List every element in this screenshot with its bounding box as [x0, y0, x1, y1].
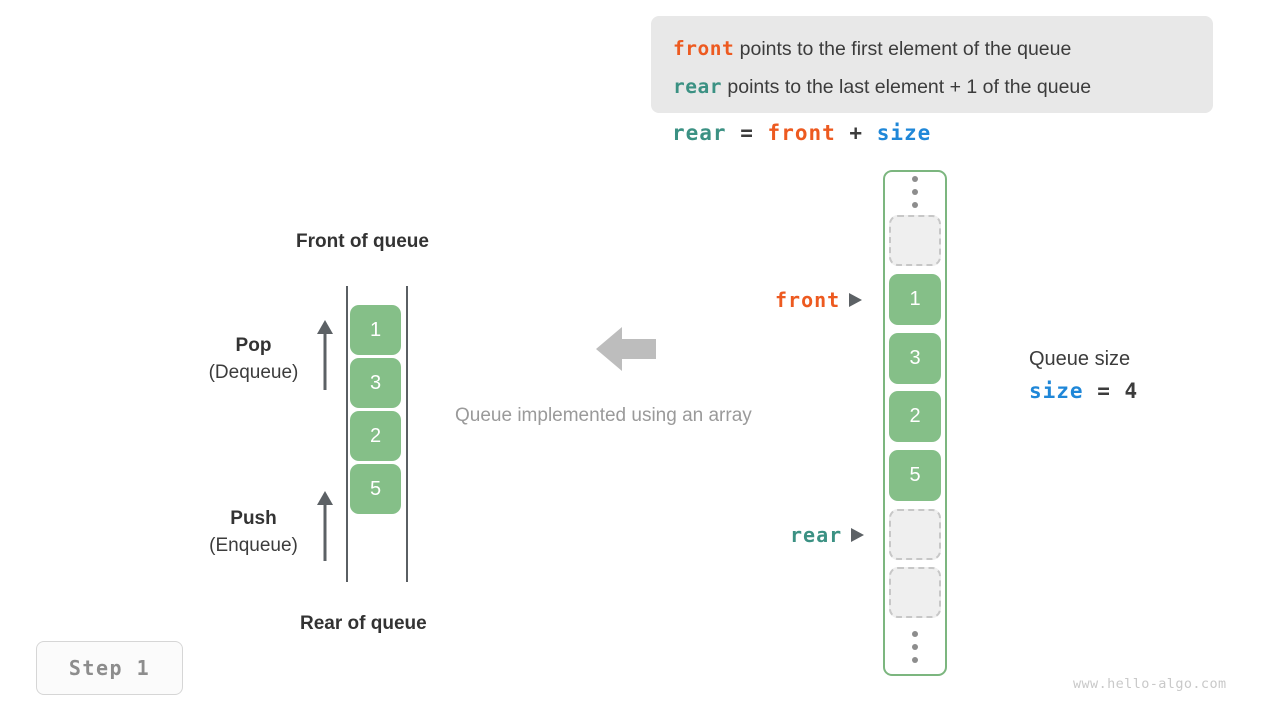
size-equals: =: [1097, 379, 1111, 403]
push-up-arrow-icon: [317, 491, 333, 561]
formula-plus: +: [849, 121, 864, 145]
pop-up-arrow-icon: [317, 320, 333, 390]
push-subtitle: (Enqueue): [209, 535, 298, 556]
rear-of-queue-label: Rear of queue: [300, 613, 427, 634]
pop-operation-label: Pop (Dequeue): [196, 333, 311, 387]
front-pointer: front: [775, 288, 863, 312]
push-title: Push: [230, 508, 277, 529]
rear-pointer: rear: [790, 523, 865, 547]
formula-equals: =: [740, 121, 754, 145]
step-badge: Step 1: [36, 641, 183, 695]
definition-line-front: front points to the first element of the…: [673, 30, 1191, 68]
rear-pointer-label: rear: [790, 523, 843, 547]
formula-rear: rear: [672, 121, 727, 145]
array-cell-empty: [889, 509, 941, 560]
size-value: 4: [1124, 379, 1139, 403]
array-cell-empty: [889, 567, 941, 618]
front-of-queue-label: Front of queue: [296, 231, 429, 252]
definition-line-rear: rear points to the last element + 1 of t…: [673, 68, 1191, 106]
pop-title: Pop: [235, 335, 272, 356]
array-cell-filled: 5: [889, 450, 941, 501]
array-cell-filled: 2: [889, 391, 941, 442]
queue-cell: 3: [350, 358, 401, 408]
rear-pointer-arrow-icon: [851, 528, 865, 542]
array-cell-filled: 1: [889, 274, 941, 325]
array-cell-empty: [889, 215, 941, 266]
ellipsis-dots-bottom-icon: [911, 631, 919, 663]
array-cell-filled: 3: [889, 333, 941, 384]
rear-description: points to the last element + 1 of the qu…: [727, 76, 1092, 98]
queue-cell: 2: [350, 411, 401, 461]
queue-size-expression: size = 4: [1029, 374, 1138, 408]
rear-keyword: rear: [673, 75, 722, 98]
size-variable: size: [1029, 379, 1084, 403]
ellipsis-dots-top-icon: [911, 176, 919, 208]
formula-size: size: [876, 121, 932, 145]
rear-formula: rear = front + size: [672, 121, 931, 145]
front-description: points to the first element of the queue: [739, 38, 1072, 60]
front-keyword: front: [673, 37, 735, 60]
formula-front: front: [767, 121, 836, 145]
front-pointer-arrow-icon: [849, 293, 863, 307]
queue-rail-right: [406, 286, 408, 582]
queue-size-title: Queue size: [1029, 348, 1131, 370]
array-implementation-caption: Queue implemented using an array: [455, 405, 752, 426]
left-arrow-icon: [596, 327, 656, 371]
pop-subtitle: (Dequeue): [208, 362, 299, 383]
push-operation-label: Push (Enqueue): [196, 506, 311, 560]
queue-cell: 5: [350, 464, 401, 514]
queue-cell: 1: [350, 305, 401, 355]
watermark: www.hello-algo.com: [1073, 676, 1227, 692]
queue-size-block: Queue size size = 4: [1029, 344, 1138, 408]
definition-box: front points to the first element of the…: [651, 16, 1213, 113]
front-pointer-label: front: [775, 288, 841, 312]
queue-rail-left: [346, 286, 348, 582]
